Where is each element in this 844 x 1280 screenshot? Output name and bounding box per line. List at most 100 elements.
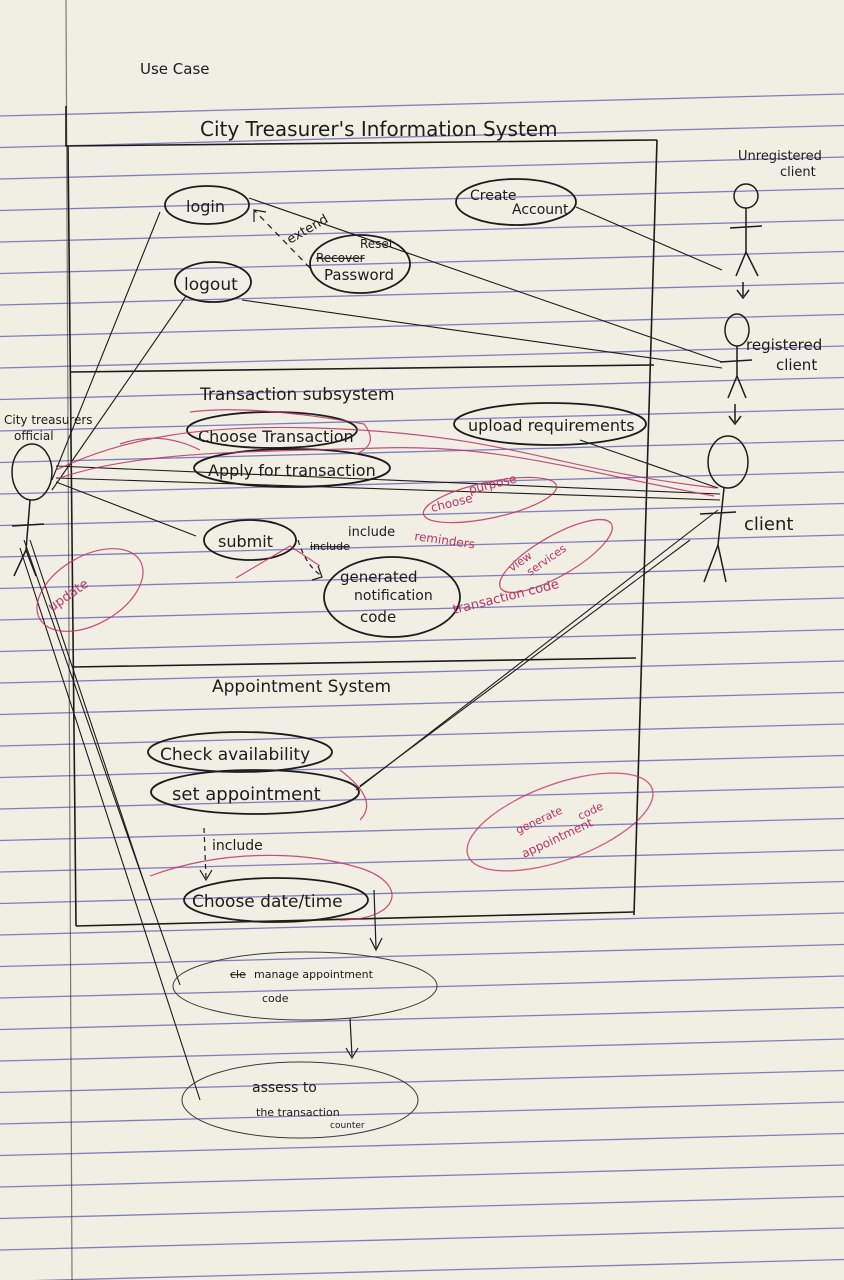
logout-label: logout <box>184 275 238 295</box>
include-appointment-label: include <box>212 838 263 854</box>
rule-line <box>0 534 844 558</box>
use-case-choose-datetime <box>183 877 369 923</box>
rule-line <box>0 282 844 306</box>
update-loop <box>36 548 144 632</box>
rule-line <box>0 345 844 369</box>
unregistered-client-label-1: Unregistered <box>738 149 822 164</box>
client-label: client <box>744 514 793 535</box>
use-case-upload-requirements <box>453 402 647 446</box>
rule-line <box>0 754 844 779</box>
include-submit-label: include <box>348 525 395 540</box>
actor-city-treasurers-official <box>11 443 53 577</box>
page-label: Use Case <box>140 60 210 78</box>
rule-line <box>0 628 844 653</box>
assess-label-2: the transaction <box>256 1106 340 1119</box>
rule-line <box>0 565 844 590</box>
generated-code-label-2: notification <box>354 588 433 604</box>
rule-line <box>0 1132 844 1157</box>
use-case-generated-code <box>323 556 461 638</box>
use-case-logout <box>174 261 252 303</box>
use-case-check-availability <box>147 731 333 773</box>
margin-line <box>65 0 73 1280</box>
ruled-lines <box>0 93 844 1280</box>
dependencies <box>199 209 383 1060</box>
create-account-label-2: Account <box>512 202 569 218</box>
assess-label-1: assess to <box>252 1080 317 1096</box>
rule-line <box>0 250 844 275</box>
manage-code-label-2: code <box>262 992 289 1005</box>
rule-line <box>0 1038 844 1062</box>
create-account-label-1: Create <box>470 188 517 204</box>
use-case-set-appointment <box>150 769 360 815</box>
rule-line <box>0 376 844 401</box>
rule-line <box>0 1101 844 1125</box>
rule-line <box>0 502 844 527</box>
reset-password-label-1: Reset <box>360 237 394 251</box>
use-case-reset-password <box>309 234 411 294</box>
appointment-divider <box>71 657 637 668</box>
rule-line <box>0 219 844 243</box>
official-label-1: City treasurers <box>4 413 93 427</box>
rule-line <box>0 880 844 905</box>
arrow-to-manage-code <box>373 889 377 949</box>
manage-code-struck-label: cle <box>230 968 246 981</box>
use-case-manage-code <box>172 951 438 1021</box>
services-loop <box>499 519 613 593</box>
generated-code-label-3: code <box>360 608 396 626</box>
login-label: login <box>186 197 225 216</box>
registered-client-label-2: client <box>776 356 817 374</box>
rule-line <box>0 943 844 968</box>
use-case-create-account <box>455 178 577 226</box>
red-scribbles <box>36 409 717 921</box>
choose-purpose-loop <box>422 476 558 524</box>
apply-transaction-label: Apply for transaction <box>208 461 376 480</box>
rule-line <box>0 93 844 117</box>
include-struck-label: include <box>310 540 350 553</box>
rule-line <box>0 124 844 149</box>
rule-line <box>0 597 844 621</box>
rule-line <box>32 1258 844 1280</box>
rule-line <box>0 975 844 999</box>
rule-line <box>0 1227 844 1251</box>
use-case-login <box>164 185 250 225</box>
rule-line <box>0 187 844 212</box>
actor-unregistered-client <box>729 183 763 300</box>
rule-line <box>0 817 844 842</box>
generated-code-label-1: generated <box>340 568 417 586</box>
rule-line <box>0 1069 844 1094</box>
extend-label: extend <box>285 212 332 248</box>
rule-line <box>0 1164 844 1188</box>
use-case-apply-transaction <box>193 448 391 488</box>
choose-datetime-label: Choose date/time <box>192 892 343 912</box>
rule-line <box>0 912 844 936</box>
rule-line <box>0 439 844 464</box>
appointment-system-title: Appointment System <box>212 677 391 697</box>
choose-transaction-label: Choose Transaction <box>198 427 354 446</box>
reset-struck-label: Recover <box>316 251 365 265</box>
manage-code-label-1: manage appointment <box>254 968 374 981</box>
unregistered-client-label-2: client <box>780 165 816 180</box>
reminders-annotation: reminders <box>414 529 476 551</box>
rule-line <box>0 786 844 810</box>
actor-client <box>699 435 749 583</box>
rule-line <box>0 156 844 180</box>
rule-line <box>0 1195 844 1220</box>
transaction-subsystem-title: Transaction subsystem <box>199 385 395 405</box>
rule-line <box>0 849 844 873</box>
check-availability-label: Check availability <box>160 745 310 765</box>
associations <box>19 197 723 1101</box>
use-case-submit <box>203 519 297 561</box>
transaction-divider <box>69 364 655 373</box>
system-title: City Treasurer's Information System <box>200 117 558 141</box>
rule-line <box>0 1006 844 1031</box>
choose-purpose-annotation-1: choose <box>429 491 474 515</box>
rule-line <box>0 408 844 432</box>
rule-line <box>0 691 844 716</box>
actor-registered-client <box>719 313 753 426</box>
official-label-2: official <box>14 429 54 443</box>
reset-password-label-2: Password <box>324 266 394 284</box>
extend-arrow <box>253 209 311 269</box>
upload-requirements-label: upload requirements <box>468 416 635 435</box>
